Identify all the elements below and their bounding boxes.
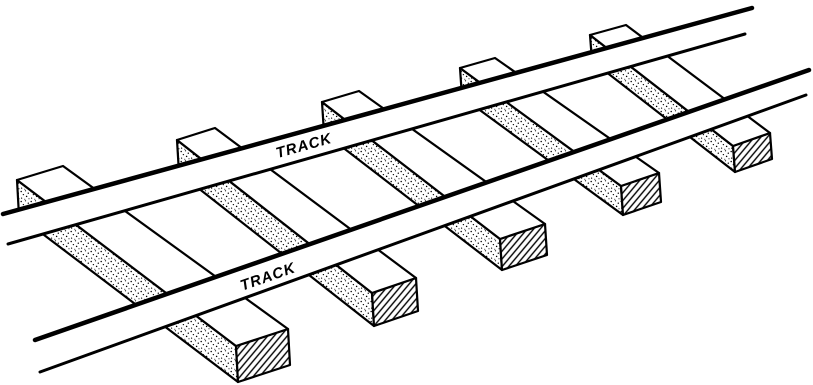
illustration-canvas: TRACK TRACK <box>0 0 813 385</box>
railroad-track-illustration: TRACK TRACK <box>0 0 813 385</box>
